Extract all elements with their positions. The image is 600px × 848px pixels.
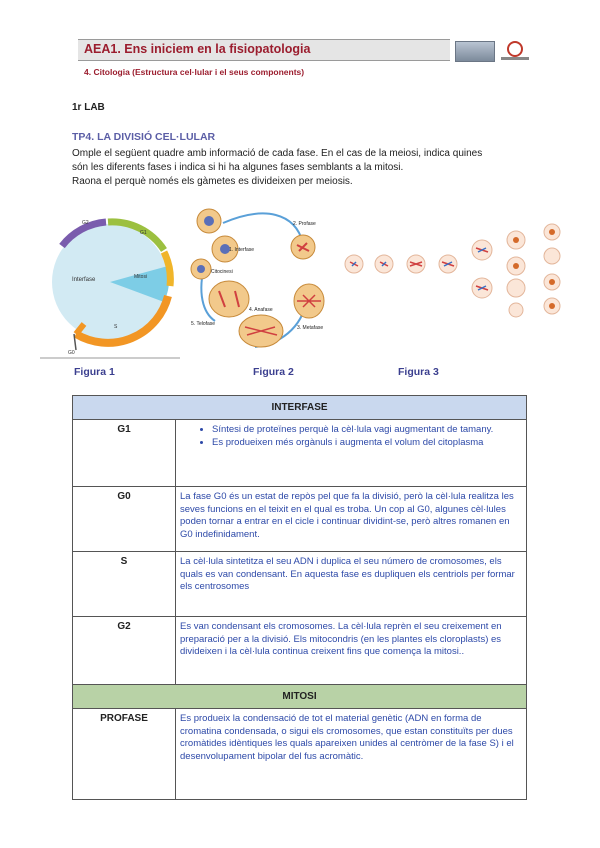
instruction-line: Raona el perquè només els gàmetes es div… — [72, 176, 353, 187]
instructions: Omple el següent quadre amb informació d… — [72, 147, 542, 189]
header-bar — [78, 39, 450, 61]
phases-table: INTERFASE G1 Síntesi de proteïnes perquè… — [72, 395, 527, 800]
table-section-row: INTERFASE — [72, 395, 527, 420]
list-item: Es produeixen més orgànuls i augmenta el… — [212, 437, 522, 450]
doc-title: AEA1. Ens iniciem en la fisiopatologia — [84, 42, 311, 56]
fig2-label-interfase: 1. Interfase — [229, 247, 254, 253]
fig1-label-interfase: Interfase — [72, 277, 96, 283]
table-row: G2 Es van condensant els cromosomes. La … — [72, 616, 527, 685]
figure-3-label: Figura 3 — [398, 366, 439, 378]
instruction-line: Omple el següent quadre amb informació d… — [72, 148, 483, 159]
mitosi-header: MITOSI — [72, 684, 527, 709]
instruction-line: són les diferents fases i indica si hi h… — [72, 162, 404, 173]
phase-description: La cèl·lula sintetitza el seu ADN i dupl… — [175, 551, 527, 617]
figure-1-label: Figura 1 — [74, 366, 115, 378]
fig2-label-anafase: 4. Anafase — [249, 307, 273, 313]
phase-name: G1 — [72, 419, 176, 487]
figure-1-cell-cycle: Interfase Mitosi G0 G1 S G2 — [40, 218, 180, 359]
doc-subtitle: 4. Citologia (Estructura cel·lular i el … — [84, 67, 305, 77]
phase-name: G0 — [72, 486, 176, 552]
fig1-label-g0: G0 — [68, 350, 75, 356]
figure-2-mitosis: 1. Interfase 2. Profase Citocinesi 3. Me… — [190, 208, 325, 348]
table-row: G1 Síntesi de proteïnes perquè la cèl·lu… — [72, 419, 527, 487]
phase-description: Es van condensant els cromosomes. La cèl… — [175, 616, 527, 685]
school-logo — [501, 41, 529, 60]
figure-2-label: Figura 2 — [253, 366, 294, 378]
phase-name: PROFASE — [72, 708, 176, 800]
phase-description: La fase G0 és un estat de repòs pel que … — [175, 486, 527, 552]
table-section-row: MITOSI — [72, 684, 527, 709]
fig1-label-g2: G2 — [82, 220, 89, 226]
fig2-label-telofase: 5. Telofase — [191, 321, 215, 327]
phase-description: Es produeix la condensació de tot el mat… — [175, 708, 527, 800]
phase-name: S — [72, 551, 176, 617]
phase-description: Síntesi de proteïnes perquè la cèl·lula … — [175, 419, 527, 487]
interfase-header: INTERFASE — [72, 395, 527, 420]
fig2-label-citocinesi: Citocinesi — [211, 269, 233, 275]
fig1-label-mitosi: Mitosi — [134, 274, 147, 280]
figure-3-meiosis — [344, 223, 561, 318]
table-row: PROFASE Es produeix la condensació de to… — [72, 708, 527, 800]
fig2-label-metafase: 3. Metafase — [297, 325, 323, 331]
table-row: G0 La fase G0 és un estat de repòs pel q… — [72, 486, 527, 552]
fig1-label-g1: G1 — [140, 230, 147, 236]
building-logo — [455, 41, 495, 62]
phase-name: G2 — [72, 616, 176, 685]
task-title: TP4. LA DIVISIÓ CEL·LULAR — [72, 131, 216, 143]
list-item: Síntesi de proteïnes perquè la cèl·lula … — [212, 424, 522, 437]
table-row: S La cèl·lula sintetitza el seu ADN i du… — [72, 551, 527, 617]
lab-label: 1r LAB — [72, 102, 105, 113]
fig2-label-profase: 2. Profase — [293, 221, 316, 227]
fig1-label-s: S — [114, 324, 118, 330]
